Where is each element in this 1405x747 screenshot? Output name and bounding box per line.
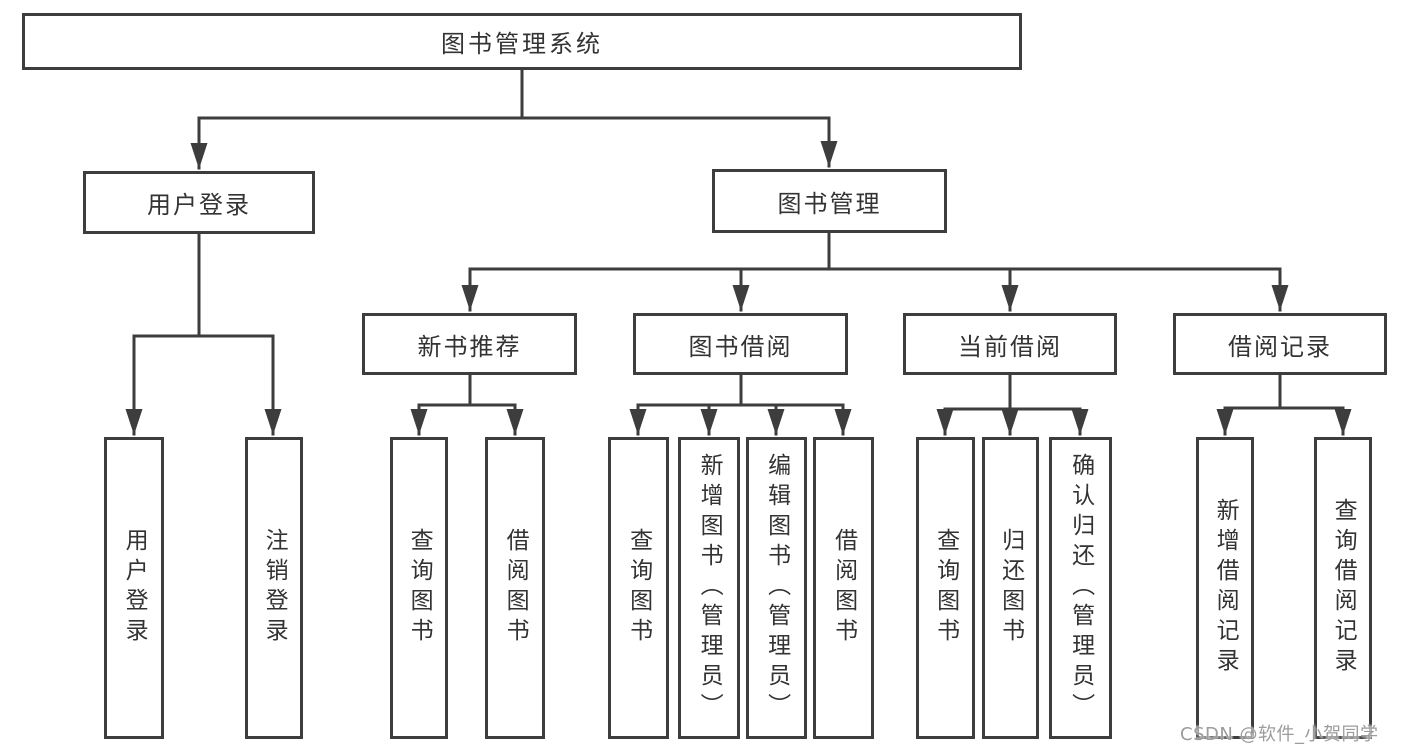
- leaf-confirm-return-admin: 确认归还（管理员）: [1049, 437, 1112, 739]
- leaf-edit-book-admin: 编辑图书（管理员）: [746, 437, 807, 739]
- leaf-query-books-1: 查询图书: [390, 437, 448, 739]
- leaf-return-books: 归还图书: [982, 437, 1039, 739]
- leaf-query-books-2: 查询图书: [608, 437, 669, 739]
- node-borrowing-records: 借阅记录: [1173, 313, 1387, 375]
- watermark-csdn: CSDN @软件_小贺同学: [1180, 724, 1379, 745]
- connector-group: [125, 67, 1352, 436]
- leaf-add-borrow-record: 新增借阅记录: [1196, 437, 1254, 739]
- node-library-system: 图书管理系统: [22, 13, 1022, 70]
- leaf-borrow-books-1: 借阅图书: [485, 437, 545, 739]
- leaf-logout: 注销登录: [245, 437, 303, 739]
- leaf-borrow-books-2: 借阅图书: [813, 437, 874, 739]
- leaf-query-borrow-record: 查询借阅记录: [1314, 437, 1372, 739]
- node-user-login: 用户登录: [83, 171, 315, 234]
- node-book-borrowing: 图书借阅: [633, 313, 848, 375]
- leaf-user-login: 用户登录: [104, 437, 164, 739]
- node-book-management: 图书管理: [712, 169, 947, 233]
- leaf-add-book-admin: 新增图书（管理员）: [678, 437, 740, 739]
- node-new-book-recommend: 新书推荐: [362, 313, 577, 375]
- node-current-borrowing: 当前借阅: [903, 313, 1117, 375]
- leaf-query-books-3: 查询图书: [916, 437, 975, 739]
